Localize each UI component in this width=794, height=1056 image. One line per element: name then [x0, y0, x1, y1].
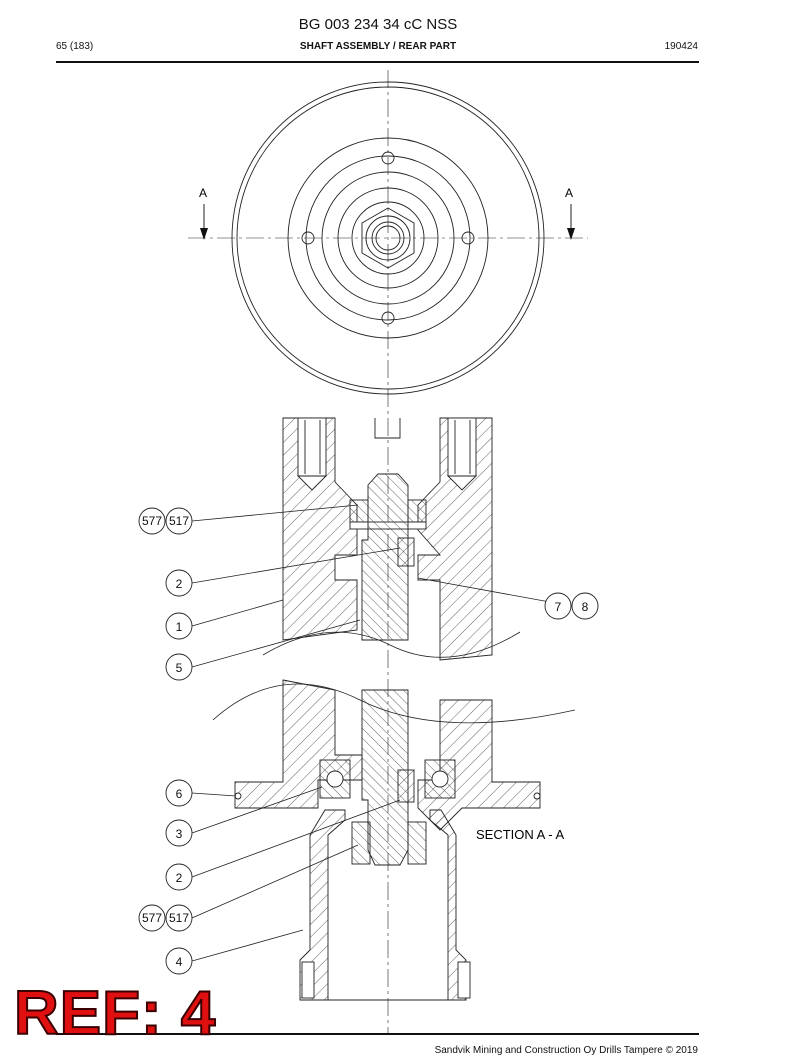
footer-copyright: Sandvik Mining and Construction Oy Drill… — [434, 1045, 698, 1056]
page-number: 65 (183) — [56, 41, 94, 52]
ref-overlay-label: REF: 4 — [13, 979, 217, 1048]
header-rule — [56, 61, 699, 63]
balloon-2-upper: 2 — [176, 577, 183, 591]
balloon-2-lower: 2 — [176, 871, 183, 885]
balloon-7: 7 — [555, 600, 562, 614]
section-view-upper — [262, 417, 521, 661]
footer-rule — [56, 1033, 699, 1035]
balloon-1: 1 — [176, 620, 183, 634]
section-title: SHAFT ASSEMBLY / REAR PART — [299, 41, 457, 52]
balloons — [138, 507, 599, 975]
balloon-577-lower: 577 — [142, 911, 162, 925]
balloon-5: 5 — [176, 661, 183, 675]
balloon-3: 3 — [176, 827, 183, 841]
leader-lines — [191, 504, 573, 962]
balloon-4: 4 — [176, 955, 183, 969]
balloon-517-upper: 517 — [169, 514, 189, 528]
document-number: BG 003 234 34 cC NSS — [298, 16, 458, 33]
section-label: SECTION A - A — [476, 827, 564, 842]
section-view-lower — [212, 679, 576, 1001]
section-marker-right: A — [565, 186, 573, 200]
balloon-6: 6 — [176, 787, 183, 801]
balloon-8: 8 — [582, 600, 589, 614]
balloon-577-upper: 577 — [142, 514, 162, 528]
section-marker-left: A — [199, 186, 207, 200]
balloon-517-lower: 517 — [169, 911, 189, 925]
date-code: 190424 — [664, 41, 698, 52]
top-view — [188, 70, 588, 1035]
